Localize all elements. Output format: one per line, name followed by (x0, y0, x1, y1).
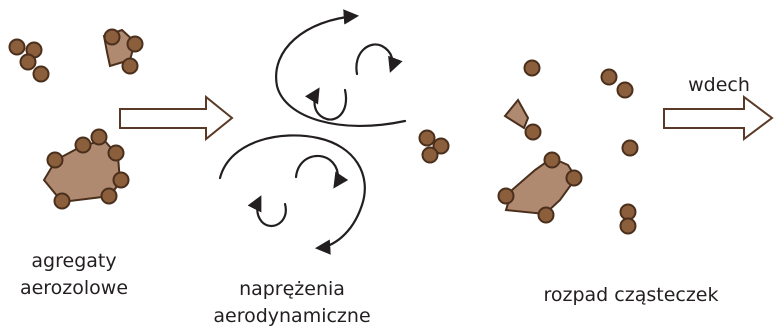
particle (623, 141, 638, 156)
process-arrow-2 (664, 97, 772, 139)
flow-arrow-inner-upper (314, 90, 346, 120)
label-stress: naprężenia aerodynamiczne (212, 276, 372, 330)
flow-arrow-lower (220, 135, 365, 248)
label-aggregates: agregaty aerozolowe (14, 248, 134, 302)
breakup-stage (499, 61, 638, 234)
small-aggregate (104, 30, 143, 74)
large-aggregate-fragment (499, 153, 582, 223)
process-arrow-1 (120, 97, 232, 139)
label-stress-line2: aerodynamiczne (212, 303, 372, 330)
particle-pair (602, 70, 633, 98)
label-aggregates-line1: agregaty (14, 248, 134, 275)
particle (525, 61, 540, 76)
label-stress-line1: naprężenia (212, 276, 372, 303)
label-aggregates-line2: aerozolowe (14, 275, 134, 302)
flow-arrow-top-small (356, 44, 392, 74)
particle-cluster (10, 40, 49, 82)
particle-pair-vertical (621, 205, 636, 234)
turbulence-stage (220, 16, 405, 248)
label-breakup: rozpad cząsteczek (526, 282, 736, 309)
particle-cluster-middle (420, 131, 449, 163)
flow-arrow-bottom-small (296, 156, 338, 186)
small-aggregate-fragment (505, 100, 541, 140)
label-inhale: wdech (674, 72, 764, 99)
flow-arrow-inner-lower (257, 198, 286, 226)
large-aggregate (44, 130, 129, 209)
flow-arrow-upper (276, 16, 405, 126)
